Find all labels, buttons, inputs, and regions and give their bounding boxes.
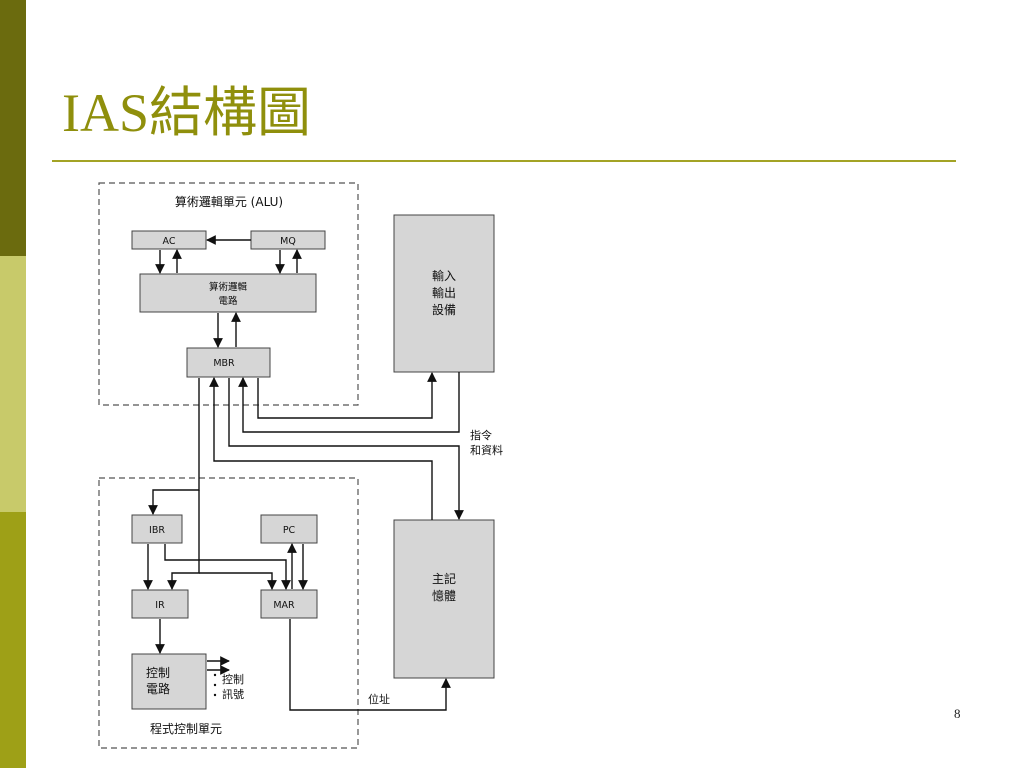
- io-label-3: 設備: [432, 302, 456, 317]
- signal-dot: [213, 673, 217, 677]
- mbr-to-memory-arrow: [228, 378, 464, 520]
- sidebar-decoration: [0, 0, 26, 768]
- alu-circuit: [139, 273, 317, 313]
- mbr-label: MBR: [213, 358, 235, 369]
- pc-label: PC: [283, 525, 296, 536]
- memory-label-1: 主記: [432, 571, 456, 586]
- io-to-mbr-arrow: [238, 372, 460, 433]
- instr-data-label-2: 和資料: [470, 443, 503, 457]
- address-label: 位址: [368, 692, 390, 706]
- control-signals-label-1: 控制: [222, 672, 244, 686]
- control-unit-region: [98, 477, 359, 749]
- sidebar-band-middle: [0, 256, 26, 512]
- alu-region-label: 算術邏輯單元 (ALU): [175, 194, 283, 209]
- control-region-label: 程式控制單元: [150, 721, 222, 736]
- mbr-to-ir-arrow: [167, 490, 200, 590]
- mbr-register: [186, 347, 271, 378]
- instr-data-label-1: 指令: [470, 428, 492, 442]
- ir-register: [131, 589, 189, 619]
- io-label-1: 輸入: [432, 268, 456, 283]
- ac-register: [131, 230, 207, 250]
- title-rule: [52, 160, 956, 162]
- mbr-to-io-arrow: [257, 372, 437, 419]
- mbr-to-mar-arrow: [199, 572, 277, 590]
- sidebar-band-top: [0, 0, 26, 256]
- main-memory: [393, 519, 495, 679]
- signal-dot: [213, 693, 217, 697]
- mbr-to-ibr-arrow: [148, 378, 200, 515]
- alu-circuit-label-2: 電路: [218, 295, 238, 307]
- mar-register: [260, 589, 318, 619]
- ac-label: AC: [163, 236, 176, 247]
- ir-label: IR: [155, 600, 165, 611]
- control-signals-label-2: 訊號: [222, 687, 244, 701]
- control-circuit: [131, 653, 207, 710]
- ibr-to-mar-arrow: [164, 544, 291, 590]
- signal-dot: [213, 683, 217, 687]
- alu-circuit-label-1: 算術邏輯: [209, 281, 248, 293]
- pc-register: [260, 514, 318, 544]
- ibr-register: [131, 514, 183, 544]
- memory-to-mbr-arrow: [209, 377, 433, 520]
- ibr-label: IBR: [149, 525, 165, 536]
- page-number: 8: [954, 706, 961, 721]
- sidebar-band-bottom: [0, 512, 26, 768]
- mar-label: MAR: [273, 600, 295, 611]
- control-circuit-label-2: 電路: [146, 681, 170, 696]
- mar-to-memory-arrow: [289, 619, 451, 711]
- io-label-2: 輸出: [432, 285, 456, 300]
- slide-title: IAS結構圖: [62, 83, 312, 143]
- control-circuit-label-1: 控制: [146, 666, 170, 680]
- mq-label: MQ: [280, 236, 296, 247]
- memory-label-2: 憶體: [432, 588, 456, 603]
- io-device: [393, 214, 495, 373]
